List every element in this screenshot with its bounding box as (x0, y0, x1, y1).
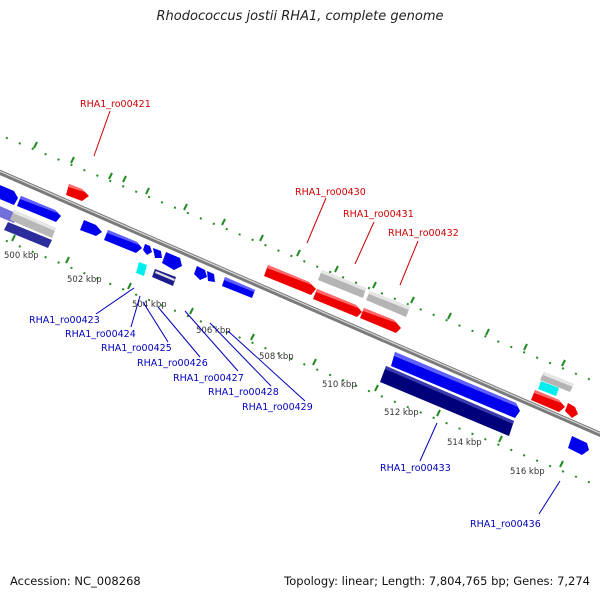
kbp-label-510: 510 kbp (322, 380, 357, 390)
gene-left-navy[interactable] (4, 222, 52, 248)
upper-major-ticks (33, 141, 566, 367)
gene-ro00432-gray[interactable] (366, 291, 410, 317)
gene-label-ro00429[interactable]: RHA1_ro00429 (242, 402, 313, 413)
gene-ro00421[interactable] (66, 184, 89, 201)
gene-ro00435-cyan[interactable] (538, 381, 559, 396)
gene-label-ro00428[interactable]: RHA1_ro00428 (208, 387, 279, 398)
lower-tick-track (0, 237, 600, 488)
bottom-label-leaders (95, 287, 561, 515)
accession-text: Accession: NC_008268 (10, 574, 141, 588)
gene-label-ro00423[interactable]: RHA1_ro00423 (29, 315, 100, 326)
gene-ro00424[interactable] (104, 230, 142, 253)
gene-ro00428b[interactable] (207, 271, 215, 282)
upper-tick-track (0, 134, 600, 385)
kbp-label-508: 508 kbp (259, 352, 294, 362)
kbp-label-504: 504 kbp (132, 300, 167, 310)
gene-ro00431-gray[interactable] (318, 270, 366, 298)
gene-ro00436[interactable] (568, 436, 589, 455)
gene-ro00435[interactable] (531, 390, 565, 412)
gene-ro00427[interactable] (152, 269, 176, 286)
gene-ro00434[interactable] (380, 366, 514, 436)
gene-label-ro00430[interactable]: RHA1_ro00430 (295, 187, 366, 198)
kbp-label-516: 516 kbp (510, 467, 545, 477)
genome-summary-text: Topology: linear; Length: 7,804,765 bp; … (284, 574, 590, 588)
kbp-label-500: 500 kbp (4, 251, 39, 261)
gene-label-ro00436[interactable]: RHA1_ro00436 (470, 519, 541, 530)
gene-ro00435-gray[interactable] (540, 372, 574, 392)
kbp-label-506: 506 kbp (196, 326, 231, 336)
gene-ro00422[interactable] (17, 196, 61, 222)
gene-label-ro00421[interactable]: RHA1_ro00421 (80, 99, 151, 110)
genome-backbone (0, 169, 600, 437)
kbp-label-512: 512 kbp (384, 408, 419, 418)
gene-label-ro00433[interactable]: RHA1_ro00433 (380, 463, 451, 474)
genome-title: Rhodococcus jostii RHA1, complete genome (156, 9, 444, 24)
gene-ro00426[interactable] (162, 252, 182, 270)
gene-ro00425[interactable] (143, 244, 152, 255)
gene-label-ro00424[interactable]: RHA1_ro00424 (65, 329, 136, 340)
gene-ro00431[interactable] (313, 289, 362, 317)
gene-cyan-small[interactable] (136, 262, 147, 276)
gene-label-ro00427[interactable]: RHA1_ro00427 (173, 373, 244, 384)
gene-label-ro00432[interactable]: RHA1_ro00432 (388, 228, 459, 239)
gene-label-ro00426[interactable]: RHA1_ro00426 (137, 358, 208, 369)
gene-label-ro00425[interactable]: RHA1_ro00425 (101, 343, 172, 354)
gene-ro00430[interactable] (264, 265, 316, 295)
gene-label-ro00431[interactable]: RHA1_ro00431 (343, 209, 414, 220)
gene-left-upper[interactable] (0, 183, 18, 205)
gene-left-gray[interactable] (10, 210, 56, 238)
top-label-leaders (93, 110, 419, 286)
gene-ro00423[interactable] (80, 220, 102, 236)
lower-major-ticks (11, 234, 564, 468)
gene-ro00425b[interactable] (153, 248, 162, 258)
gene-ro00428[interactable] (194, 266, 207, 280)
gene-ro00429[interactable] (222, 277, 255, 298)
gene-ro00433[interactable] (391, 352, 520, 418)
kbp-label-502: 502 kbp (67, 275, 102, 285)
gene-ro00435b[interactable] (565, 403, 578, 418)
kbp-label-514: 514 kbp (447, 438, 482, 448)
gene-ro00432[interactable] (360, 308, 401, 333)
